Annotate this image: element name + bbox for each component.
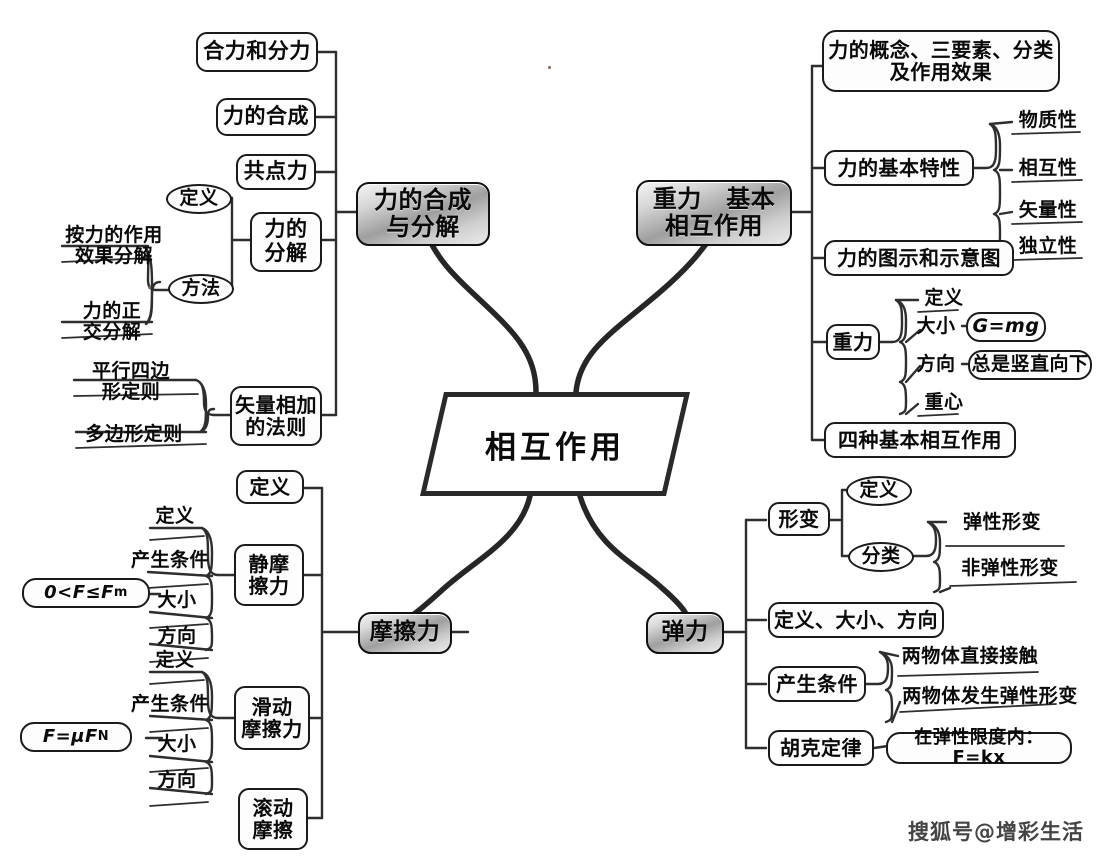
- central-topic[interactable]: 相互作用: [419, 392, 691, 496]
- node-basic-force-properties[interactable]: 力的基本特性: [824, 150, 974, 186]
- node-static-friction-definition: 定义: [155, 505, 195, 528]
- node-elastic-conditions[interactable]: 产生条件: [768, 666, 866, 702]
- node-gravity-definition: 定义: [924, 287, 964, 310]
- branch-force-composition[interactable]: 力的合成 与分解: [356, 182, 490, 246]
- node-kinetic-friction-definition: 定义: [155, 649, 195, 672]
- node-deformation-classification[interactable]: 分类: [848, 542, 914, 572]
- node-two-objects-elastic-deformation: 两物体发生弹性形变: [902, 685, 1078, 708]
- node-concurrent-force[interactable]: 共点力: [236, 154, 316, 190]
- node-material-property: 物质性: [1018, 109, 1078, 132]
- node-center-of-gravity: 重心: [924, 391, 964, 414]
- node-kinetic-friction-conditions: 产生条件: [130, 693, 209, 716]
- kinetic-friction-formula-sub: N: [97, 728, 110, 744]
- node-elastic-definition-magnitude-direction[interactable]: 定义、大小、方向: [768, 602, 944, 638]
- node-gravity-direction: 方向: [916, 353, 956, 376]
- branch-elastic-force[interactable]: 弹力: [646, 612, 724, 654]
- node-independence-property: 独立性: [1018, 235, 1078, 258]
- node-decomposition-definition[interactable]: 定义: [166, 184, 232, 214]
- node-two-objects-in-contact: 两物体直接接触: [901, 645, 1039, 668]
- node-elastic-deformation: 弹性形变: [962, 511, 1041, 534]
- node-kinetic-friction[interactable]: 滑动 摩擦力: [234, 686, 310, 750]
- node-resultant-and-component-force[interactable]: 合力和分力: [196, 32, 318, 72]
- node-vector-addition-rule[interactable]: 矢量相加 的法则: [230, 386, 322, 446]
- node-friction-definition[interactable]: 定义: [236, 470, 304, 504]
- node-kinetic-friction-magnitude: 大小: [157, 733, 197, 756]
- node-deformation-definition[interactable]: 定义: [846, 476, 912, 506]
- node-gravity[interactable]: 重力: [826, 324, 880, 360]
- node-static-friction[interactable]: 静摩 擦力: [234, 544, 304, 606]
- node-vector-property: 矢量性: [1018, 199, 1078, 222]
- node-orthogonal-decomposition: 力的正 交分解: [82, 299, 142, 343]
- node-force-composition[interactable]: 力的合成: [216, 98, 316, 136]
- node-deformation[interactable]: 形变: [768, 502, 830, 536]
- watermark: 搜狐号@增彩生活: [908, 820, 1084, 844]
- node-force-concept-elements-classification[interactable]: 力的概念、三要素、分类 及作用效果: [822, 30, 1060, 92]
- node-force-decomposition[interactable]: 力的 分解: [250, 212, 322, 272]
- node-always-vertically-downward: 总是竖直向下: [968, 350, 1092, 380]
- node-parallelogram-rule: 平行四边 形定则: [91, 359, 170, 403]
- node-static-friction-conditions: 产生条件: [130, 549, 209, 572]
- branch-friction[interactable]: 摩擦力: [358, 612, 452, 654]
- speck-dot: [148, 286, 151, 289]
- node-decompose-by-effect: 按力的作用 效果分解: [65, 223, 163, 267]
- kinetic-friction-formula-text: F=μF: [42, 725, 98, 747]
- static-friction-formula-sub: m: [113, 584, 128, 600]
- speck-dot: [548, 66, 551, 69]
- node-force-diagram-and-sketch[interactable]: 力的图示和示意图: [824, 240, 1014, 276]
- node-inelastic-deformation: 非弹性形变: [961, 557, 1059, 580]
- node-rolling-friction[interactable]: 滚动 摩擦: [238, 788, 308, 850]
- node-decomposition-method[interactable]: 方法: [168, 274, 234, 304]
- node-gravity-formula: G=mg: [966, 312, 1046, 342]
- branch-gravity-basic-interaction[interactable]: 重力 基本 相互作用: [636, 180, 792, 246]
- node-static-friction-magnitude: 大小: [157, 589, 197, 612]
- node-hookes-law-formula: 在弹性限度内：F=kx: [886, 727, 1072, 768]
- node-mutual-property: 相互性: [1018, 157, 1078, 180]
- node-kinetic-friction-direction: 方向: [157, 769, 197, 792]
- node-gravity-magnitude: 大小: [916, 315, 956, 338]
- node-hookes-law[interactable]: 胡克定律: [768, 730, 874, 766]
- central-topic-label: 相互作用: [485, 429, 625, 466]
- static-friction-formula-text: 0<F≤F: [44, 581, 114, 603]
- node-static-friction-direction: 方向: [157, 625, 197, 648]
- node-four-fundamental-interactions[interactable]: 四种基本相互作用: [824, 422, 1016, 458]
- node-polygon-rule: 多边形定则: [85, 423, 183, 446]
- gravity-formula-text: G=mg: [972, 315, 1040, 338]
